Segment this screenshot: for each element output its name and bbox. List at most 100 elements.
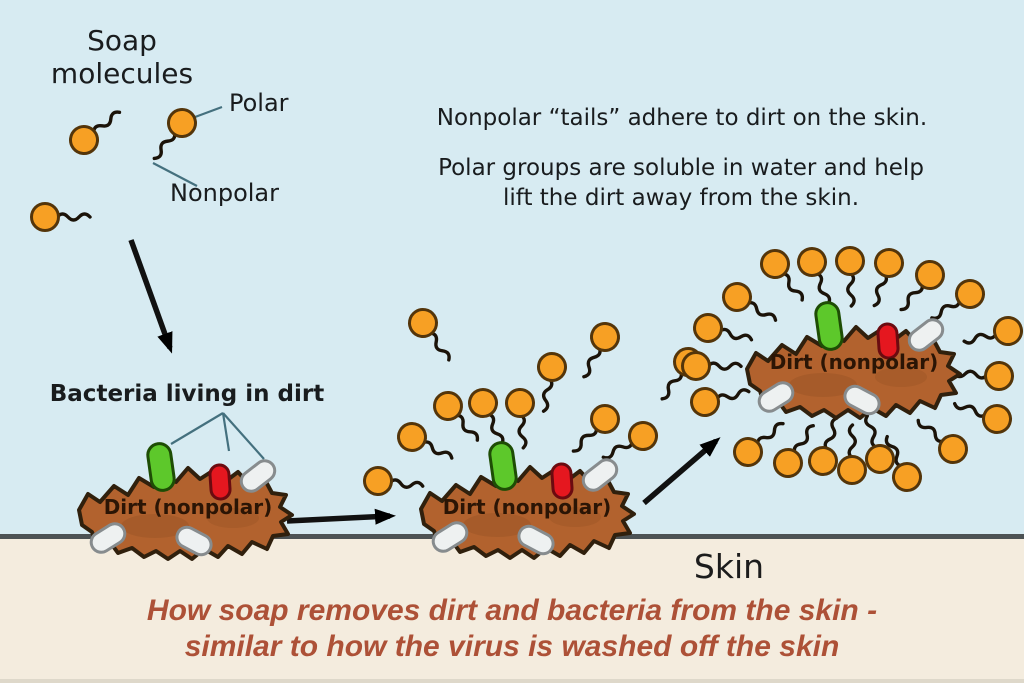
nonpolar-tail [706, 361, 743, 371]
soap-molecule [152, 108, 197, 161]
note-polar-groups-line2: lift the dirt away from the skin. [502, 185, 860, 211]
nonpolar-tail [745, 300, 778, 322]
dirt-blob [745, 301, 962, 420]
dirt-nonpolar-label-2: Dirt (nonpolar) [442, 495, 612, 519]
nonpolar-label: Nonpolar [170, 179, 280, 207]
soap-molecule [397, 422, 454, 460]
polar-head [984, 361, 1014, 391]
soap-molecule [693, 313, 754, 343]
nonpolar-tail [847, 423, 857, 460]
polar-head [865, 444, 895, 474]
arrows-and-pointers-layer [128, 105, 721, 525]
polar-head [628, 421, 658, 451]
nonpolar-tail [899, 282, 925, 312]
soap-molecule [930, 279, 985, 320]
caption-line2: similar to how the virus is washed off t… [184, 630, 840, 663]
step-arrow [128, 239, 173, 354]
nonpolar-tail [872, 272, 889, 308]
soap-molecule [537, 352, 567, 413]
dirt-particle-white [175, 525, 213, 557]
polar-head [938, 434, 968, 464]
polar-head [590, 322, 620, 352]
soap-molecule [808, 416, 839, 476]
polar-head [363, 466, 393, 496]
nonpolar-tail [428, 331, 451, 362]
polar-head [433, 391, 463, 421]
polar-head [408, 308, 438, 338]
soap-molecule [601, 421, 658, 460]
soap-molecule [797, 247, 832, 306]
dirt-particle-white [89, 522, 127, 554]
polar-head [30, 202, 60, 232]
soap-molecule [681, 351, 743, 381]
polar-head [733, 437, 763, 467]
skin-label: Skin [693, 547, 765, 586]
soap-molecules-label: Soap molecules [50, 24, 194, 90]
soap-molecule [773, 424, 815, 478]
soap-molecule [722, 282, 778, 322]
bacteria-red [550, 462, 574, 500]
polar-head [797, 247, 827, 277]
nonpolar-tail [884, 434, 904, 468]
soap-molecule [837, 423, 867, 485]
bacteria-green [814, 301, 844, 351]
pointer-line [221, 412, 231, 452]
bacteria-living-in-dirt-label: Bacteria living in dirt [49, 381, 325, 407]
soap-molecule [864, 414, 895, 474]
nonpolar-tail [420, 440, 454, 460]
soap-molecule [760, 249, 805, 302]
polar-head [69, 125, 99, 155]
dirt-particle-white [239, 459, 277, 493]
polar-head [693, 313, 723, 343]
dirt-particle-white [431, 521, 469, 553]
polar-head [505, 388, 535, 418]
polar-head [892, 462, 922, 492]
polar-head [468, 388, 498, 418]
polar-head [993, 316, 1023, 346]
soap-molecule [952, 401, 1012, 434]
pointer-line [170, 412, 224, 445]
soap-molecule [835, 246, 865, 308]
note-polar-groups-line1: Polar groups are soluble in water and he… [438, 155, 924, 181]
nonpolar-tail [714, 388, 751, 401]
nonpolar-tail [388, 478, 425, 489]
nonpolar-tail [717, 327, 754, 342]
caption-line1: How soap removes dirt and bacteria from … [146, 594, 878, 627]
polar-head [773, 448, 803, 478]
note-nonpolar-tails: Nonpolar “tails” adhere to dirt on the s… [436, 105, 928, 131]
bacteria-green [488, 441, 518, 491]
nonpolar-tail [601, 439, 635, 460]
soap-molecule [433, 391, 480, 442]
skin-surface [0, 536, 1024, 683]
dirt-particle-white [757, 381, 795, 413]
soap-molecule [408, 308, 451, 362]
soap-molecule [468, 388, 505, 446]
nonpolar-tail [823, 416, 839, 452]
soap-molecule [582, 322, 620, 379]
soap-molecule [571, 404, 620, 453]
nonpolar-tail [571, 425, 599, 453]
polar-head [982, 404, 1012, 434]
polar-head [397, 422, 427, 452]
step-arrow [286, 508, 396, 525]
polar-head [167, 108, 197, 138]
nonpolar-tail [541, 377, 554, 413]
polar-head [835, 246, 865, 276]
polar-head [955, 279, 985, 309]
bacteria-red [876, 322, 900, 360]
nonpolar-tail [846, 271, 856, 308]
soap-molecule [69, 110, 122, 155]
soap-molecule [505, 388, 535, 450]
pointer-line [222, 412, 265, 460]
polar-head [537, 352, 567, 382]
caption: How soap removes dirt and bacteria from … [147, 593, 877, 665]
soap-molecule [30, 202, 92, 232]
nonpolar-tail [55, 212, 92, 222]
nonpolar-tail [517, 413, 528, 450]
soap-molecule [733, 421, 785, 467]
dirt-blob [77, 442, 294, 561]
nonpolar-tail [582, 345, 602, 379]
nonpolar-tail [952, 401, 988, 418]
